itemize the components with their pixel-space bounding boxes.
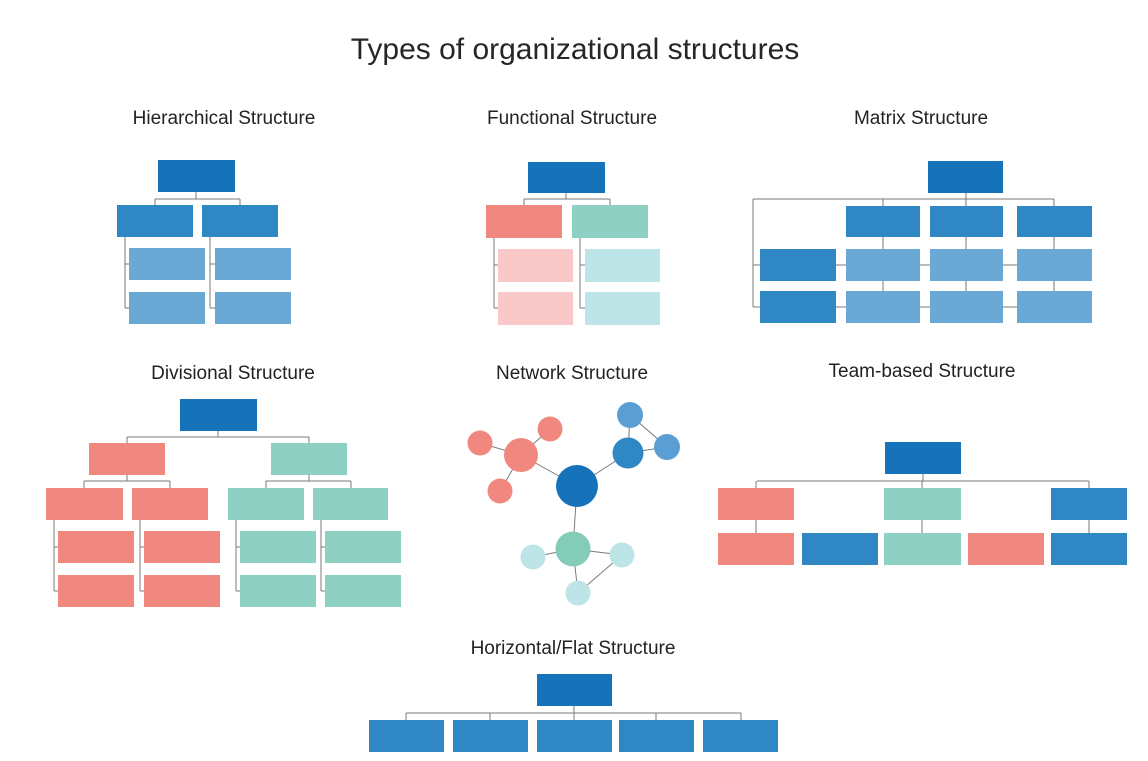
org-box <box>46 488 123 520</box>
org-box <box>58 575 134 607</box>
org-box <box>703 720 778 752</box>
org-box <box>537 720 612 752</box>
network-node <box>612 437 644 469</box>
network-node <box>565 580 591 606</box>
matrix-diagram <box>752 161 1092 323</box>
horizontal-flat-diagram <box>369 674 778 752</box>
org-box <box>760 249 836 281</box>
network-node <box>617 402 643 428</box>
structure-title-functional: Functional Structure <box>486 108 658 129</box>
org-box <box>930 249 1003 281</box>
org-box <box>271 443 347 475</box>
functional-diagram <box>486 162 660 325</box>
divisional-diagram <box>46 399 401 607</box>
page-title: Types of organizational structures <box>350 33 800 66</box>
org-box <box>846 206 920 237</box>
org-box <box>802 533 878 565</box>
org-box <box>89 443 165 475</box>
org-box <box>129 292 205 324</box>
org-box <box>930 291 1003 323</box>
org-box <box>846 249 920 281</box>
org-box <box>846 291 920 323</box>
org-box <box>498 249 573 282</box>
org-box <box>240 531 316 563</box>
org-box <box>129 248 205 280</box>
org-box <box>884 488 961 520</box>
org-box <box>240 575 316 607</box>
hierarchical-diagram <box>117 160 291 324</box>
org-box <box>325 531 401 563</box>
org-box <box>572 205 648 238</box>
org-box <box>1017 249 1092 281</box>
org-box <box>215 248 291 280</box>
org-box <box>453 720 528 752</box>
org-box <box>1017 206 1092 237</box>
structure-title-divisional: Divisional Structure <box>151 363 315 384</box>
org-box <box>58 531 134 563</box>
org-box <box>718 533 794 565</box>
org-box <box>760 291 836 323</box>
structure-title-matrix: Matrix Structure <box>853 108 989 129</box>
network-node <box>555 531 591 567</box>
network-node <box>609 542 635 568</box>
network-node <box>556 465 598 507</box>
org-box <box>930 206 1003 237</box>
org-box <box>968 533 1044 565</box>
network-node <box>504 438 538 472</box>
org-box <box>117 205 193 237</box>
structure-title-horizontal-flat: Horizontal/Flat Structure <box>470 638 676 659</box>
team-based-diagram <box>718 442 1127 565</box>
org-box <box>486 205 562 238</box>
structure-title-hierarchical: Hierarchical Structure <box>132 108 316 129</box>
org-box <box>228 488 304 520</box>
org-box <box>1051 533 1127 565</box>
network-node <box>537 416 563 442</box>
structure-title-network: Network Structure <box>495 363 649 384</box>
org-box <box>313 488 388 520</box>
network-diagram <box>467 402 680 606</box>
org-box <box>132 488 208 520</box>
org-box <box>928 161 1003 193</box>
org-box <box>1051 488 1127 520</box>
org-box <box>158 160 235 192</box>
org-box <box>369 720 444 752</box>
org-box <box>537 674 612 706</box>
network-node <box>467 430 493 456</box>
structure-title-team-based: Team-based Structure <box>828 361 1016 382</box>
org-box <box>215 292 291 324</box>
network-node <box>654 434 680 460</box>
org-box <box>498 292 573 325</box>
org-box <box>325 575 401 607</box>
network-node <box>487 478 513 504</box>
org-box <box>585 249 660 282</box>
org-box <box>885 442 961 474</box>
org-box <box>718 488 794 520</box>
org-box <box>180 399 257 431</box>
network-node <box>520 544 546 570</box>
org-box <box>884 533 961 565</box>
org-box <box>144 531 220 563</box>
org-box <box>202 205 278 237</box>
org-box <box>528 162 605 193</box>
org-box <box>1017 291 1092 323</box>
org-box <box>585 292 660 325</box>
org-box <box>144 575 220 607</box>
org-box <box>619 720 694 752</box>
